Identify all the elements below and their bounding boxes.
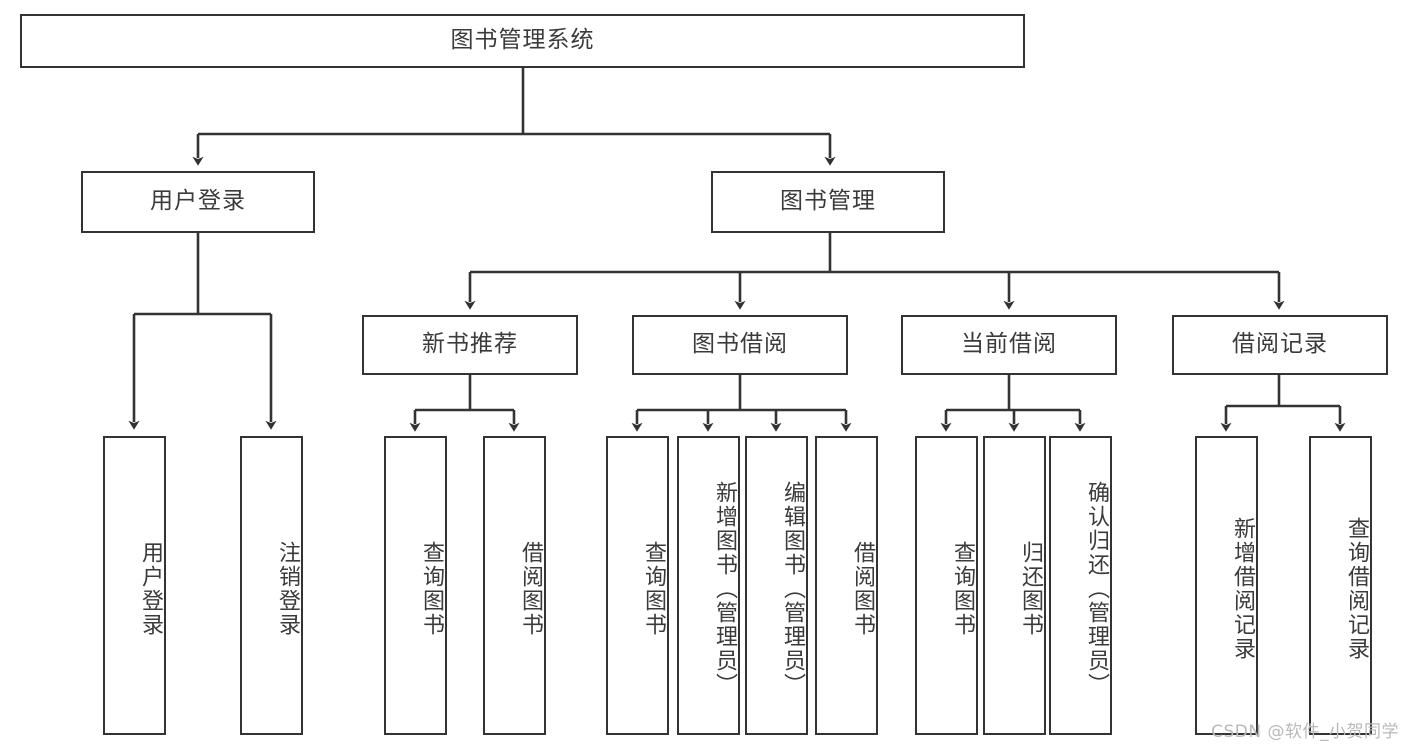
node-book-borrow[interactable]: 图书借阅 bbox=[632, 315, 848, 375]
leaf-query-book-current[interactable]: 查询图书 bbox=[915, 436, 978, 735]
node-label: 用户登录 bbox=[150, 188, 246, 215]
watermark: CSDN @软件_小贺同学 bbox=[1211, 722, 1399, 742]
node-book-management[interactable]: 图书管理 bbox=[711, 171, 945, 233]
node-label: 借阅图书 bbox=[850, 540, 875, 637]
node-label: 编辑图书（管理员） bbox=[780, 480, 805, 697]
leaf-add-book-admin[interactable]: 新增图书（管理员） bbox=[677, 436, 740, 735]
node-label: 借阅图书 bbox=[518, 540, 543, 637]
node-label: 归还图书 bbox=[1018, 540, 1043, 637]
leaf-query-borrow-record[interactable]: 查询借阅记录 bbox=[1309, 436, 1372, 735]
node-current-borrow[interactable]: 当前借阅 bbox=[901, 315, 1117, 375]
leaf-add-borrow-record[interactable]: 新增借阅记录 bbox=[1195, 436, 1258, 735]
node-label: 当前借阅 bbox=[961, 331, 1057, 358]
node-label: 图书管理 bbox=[780, 188, 876, 215]
node-label: 查询图书 bbox=[950, 540, 975, 637]
leaf-return-book[interactable]: 归还图书 bbox=[983, 436, 1046, 735]
node-label: 借阅记录 bbox=[1232, 331, 1328, 358]
leaf-borrow-book[interactable]: 借阅图书 bbox=[815, 436, 878, 735]
node-label: 用户登录 bbox=[138, 540, 163, 637]
node-label: 查询图书 bbox=[419, 540, 444, 637]
node-borrow-record[interactable]: 借阅记录 bbox=[1172, 315, 1388, 375]
node-label: 确认归还（管理员） bbox=[1084, 480, 1109, 697]
node-root-system[interactable]: 图书管理系统 bbox=[20, 14, 1025, 68]
node-label: 查询图书 bbox=[641, 540, 666, 637]
node-label: 图书借阅 bbox=[692, 331, 788, 358]
node-label: 图书管理系统 bbox=[450, 27, 595, 54]
node-label: 注销登录 bbox=[275, 540, 300, 637]
leaf-user-login[interactable]: 用户登录 bbox=[103, 436, 166, 735]
leaf-confirm-return-admin[interactable]: 确认归还（管理员） bbox=[1049, 436, 1112, 735]
leaf-query-book-borrow[interactable]: 查询图书 bbox=[606, 436, 669, 735]
node-user-login[interactable]: 用户登录 bbox=[81, 171, 315, 233]
leaf-borrow-book-recommend[interactable]: 借阅图书 bbox=[483, 436, 546, 735]
node-label: 查询借阅记录 bbox=[1344, 516, 1369, 661]
node-label: 新书推荐 bbox=[422, 331, 518, 358]
leaf-logout-login[interactable]: 注销登录 bbox=[240, 436, 303, 735]
node-label: 新增图书（管理员） bbox=[712, 480, 737, 697]
leaf-edit-book-admin[interactable]: 编辑图书（管理员） bbox=[745, 436, 808, 735]
leaf-query-book-recommend[interactable]: 查询图书 bbox=[384, 436, 447, 735]
node-label: 新增借阅记录 bbox=[1230, 516, 1255, 661]
node-new-book-recommend[interactable]: 新书推荐 bbox=[362, 315, 578, 375]
